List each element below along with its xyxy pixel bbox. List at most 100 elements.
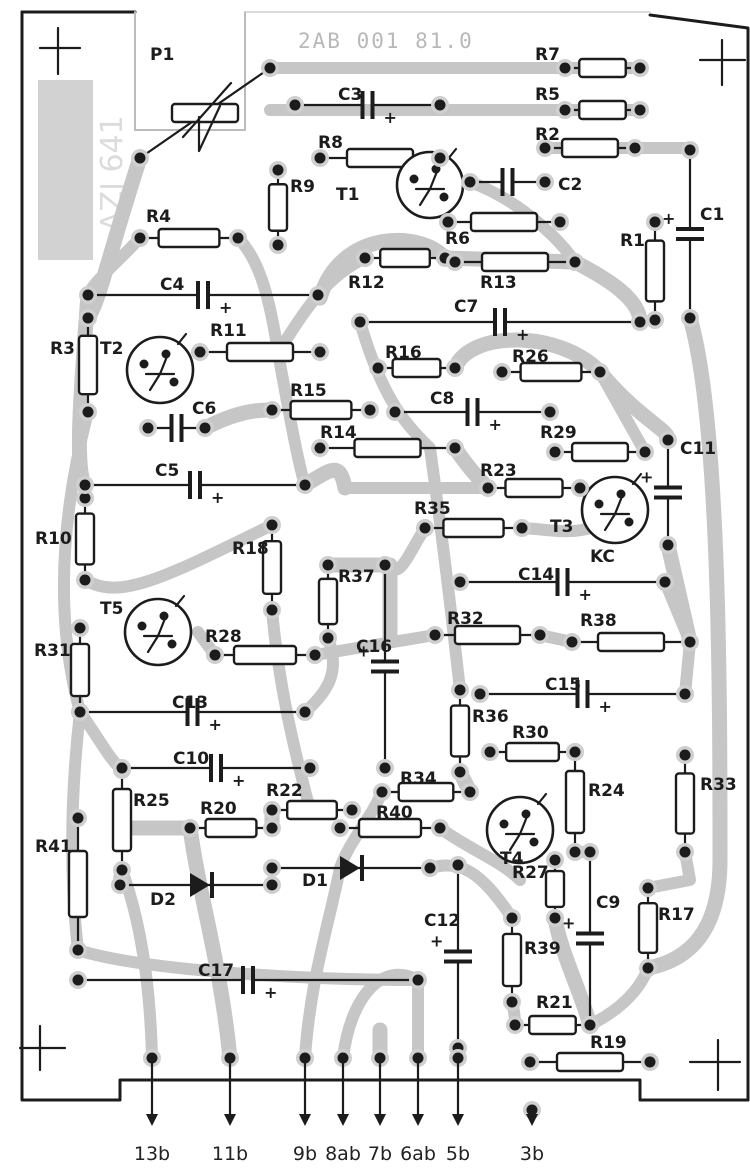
- polarity-mark: +: [489, 415, 502, 434]
- solder-pad: [142, 422, 154, 434]
- label-c8: C8: [430, 389, 454, 409]
- potentiometer-arrow: [181, 81, 233, 139]
- resistor-r21: [513, 1014, 592, 1036]
- transistor-emitter: [603, 512, 617, 532]
- label-r38: R38: [580, 611, 617, 631]
- wiper-lead: [197, 104, 222, 153]
- label-r19: R19: [590, 1033, 627, 1053]
- label-c3: C3: [338, 85, 362, 105]
- transistor-pin: [169, 377, 179, 387]
- label-c10: C10: [173, 749, 209, 769]
- solder-pad: [649, 216, 661, 228]
- capacitor-c8: +: [393, 398, 552, 434]
- transistor-tab: [174, 594, 186, 608]
- solder-pad: [549, 446, 561, 458]
- resistor-r6: [446, 211, 562, 233]
- solder-pad: [506, 912, 518, 924]
- solder-pad: [82, 312, 94, 324]
- copper-trace: [594, 366, 651, 458]
- label-r9: R9: [290, 177, 315, 197]
- resistor-r25: [111, 768, 133, 872]
- pin-label: 13b: [134, 1143, 170, 1165]
- solder-pad: [209, 649, 221, 661]
- label-r33: R33: [700, 775, 737, 795]
- solder-pad: [482, 482, 494, 494]
- solder-pad: [434, 822, 446, 834]
- copper-trace: [299, 632, 340, 718]
- label-r22: R22: [266, 781, 303, 801]
- solder-pad: [379, 762, 391, 774]
- label-r32: R32: [447, 609, 484, 629]
- solder-pad: [454, 684, 466, 696]
- label-c5: C5: [155, 461, 179, 481]
- label-t3: T3: [550, 517, 573, 537]
- solder-pad: [272, 239, 284, 251]
- board-outline: [20, 10, 750, 1102]
- solder-pad: [79, 479, 91, 491]
- resistor-body: [453, 624, 522, 646]
- solder-pad: [506, 996, 518, 1008]
- resistor-r15: [270, 399, 372, 421]
- label-d1: D1: [302, 871, 328, 891]
- label-r28: R28: [205, 627, 242, 647]
- solder-pad: [454, 766, 466, 778]
- transistor-pin: [521, 809, 531, 819]
- resistor-body: [504, 477, 564, 499]
- copper-trace: [337, 968, 424, 1064]
- copper-trace: [584, 962, 654, 1031]
- solder-pad: [534, 629, 546, 641]
- resistor-body: [519, 361, 583, 383]
- resistor-body: [69, 642, 91, 698]
- label-r7: R7: [535, 45, 560, 65]
- solder-pad: [299, 706, 311, 718]
- solder-pad: [442, 216, 454, 228]
- resistor-r32: [433, 624, 542, 646]
- transistor-pin: [594, 499, 604, 509]
- marking-kc: KC: [590, 547, 615, 567]
- label-r12: R12: [348, 273, 385, 293]
- solder-pad: [559, 62, 571, 74]
- resistor-body: [391, 357, 442, 379]
- copper-trace: [424, 859, 518, 924]
- transistor-pin: [616, 489, 626, 499]
- resistor-body: [644, 239, 666, 303]
- label-t4: T4: [500, 849, 524, 869]
- solder-pad: [72, 974, 84, 986]
- resistor-body: [67, 849, 89, 919]
- transistor-tab: [631, 472, 643, 486]
- connector-pin-9b: 9b: [293, 1056, 317, 1165]
- resistor-body: [578, 99, 627, 121]
- solder-pad: [496, 366, 508, 378]
- polarity-mark: +: [430, 932, 443, 951]
- resistor-r16: [376, 357, 457, 379]
- solder-pad: [509, 1019, 521, 1031]
- resistor-r1: [644, 220, 666, 322]
- capacitor-c12: +: [430, 863, 472, 1050]
- resistor-r3: [77, 316, 99, 414]
- copper-trace: [640, 310, 728, 976]
- label-r16: R16: [385, 343, 422, 363]
- solder-pad: [539, 176, 551, 188]
- connector-pin-6ab: 6ab: [400, 1056, 436, 1165]
- label-r25: R25: [133, 791, 170, 811]
- solder-pad: [484, 746, 496, 758]
- label-r17: R17: [658, 905, 695, 925]
- resistor-body: [289, 399, 353, 421]
- solder-pad: [314, 346, 326, 358]
- solder-pad: [634, 316, 646, 328]
- resistor-r29: [553, 441, 647, 463]
- label-c7: C7: [454, 297, 478, 317]
- solder-pad: [684, 312, 696, 324]
- copper-trace: [354, 316, 466, 696]
- label-t2: T2: [100, 339, 123, 359]
- polarity-mark: +: [211, 488, 224, 507]
- solder-pad: [684, 636, 696, 648]
- resistor-r11: [198, 341, 322, 363]
- polarity-mark: +: [662, 209, 675, 228]
- label-c9: C9: [596, 893, 620, 913]
- transistor-emitter: [508, 832, 522, 852]
- polarity-mark: +: [516, 325, 529, 344]
- pin-label: 3b: [520, 1143, 544, 1165]
